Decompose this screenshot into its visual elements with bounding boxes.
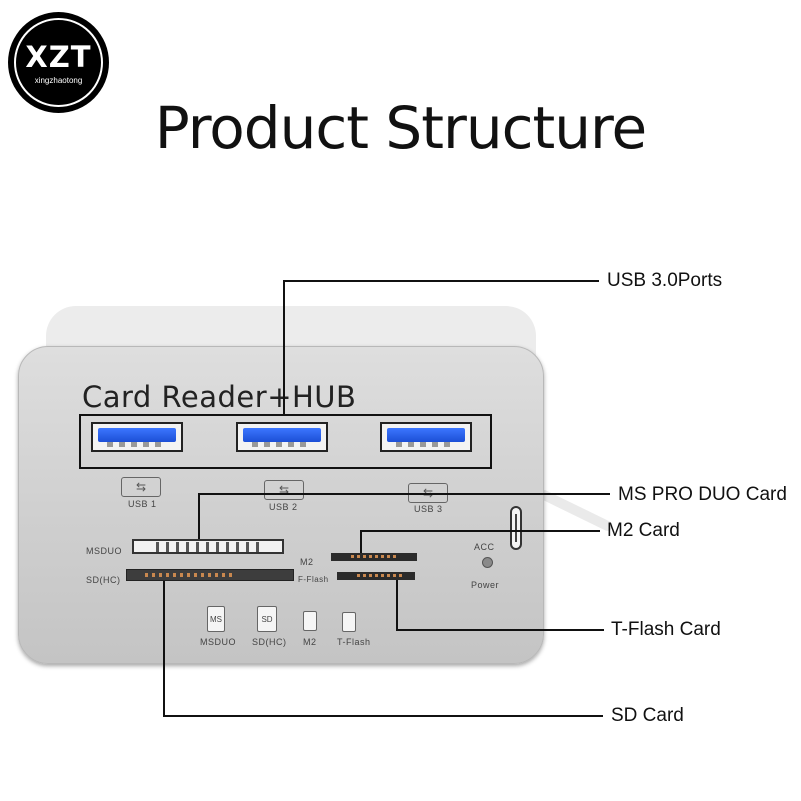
ms-card-icon: MS — [207, 606, 225, 632]
m2-slot-label: M2 — [300, 557, 314, 567]
tflash-callout-line-h — [396, 629, 604, 631]
usb-2-label: USB 2 — [269, 502, 298, 512]
ms-callout-line-v — [198, 493, 200, 539]
tflash-callout-line-v — [396, 580, 398, 630]
power-indicator — [482, 557, 493, 568]
m2-card-callout: M2 Card — [607, 520, 680, 541]
usb-3-label: USB 3 — [414, 504, 443, 514]
sd-card-callout: SD Card — [611, 705, 684, 726]
usb-port-2 — [236, 422, 328, 452]
sd-card-icon: SD — [257, 606, 277, 632]
m2-callout-line-v — [360, 530, 362, 553]
ms-callout-line-h — [198, 493, 610, 495]
sdhc-slot-label: SD(HC) — [86, 575, 121, 585]
device-panel-title: Card Reader+HUB — [82, 380, 357, 414]
logo-mark: XZT — [25, 40, 92, 74]
usb-symbol-icon: ⇆ — [264, 480, 304, 500]
usb-callout-line-h — [283, 280, 599, 282]
sd-callout-line-h — [163, 715, 603, 717]
tflash-card-slot — [337, 572, 415, 580]
msduo-slot-label: MSDUO — [86, 546, 122, 556]
m2-card-icon — [303, 611, 317, 631]
tflash-icon-label: T-Flash — [337, 637, 371, 647]
sd-callout-line-v — [163, 581, 165, 716]
m2-card-slot — [331, 553, 417, 561]
msduo-icon-label: MSDUO — [200, 637, 236, 647]
usb-port-1 — [91, 422, 183, 452]
usb-ports-callout: USB 3.0Ports — [607, 270, 723, 291]
activity-light — [510, 506, 522, 550]
usb-symbol-icon: ⇆ — [121, 477, 161, 497]
m2-callout-line-h — [360, 530, 600, 532]
tflash-slot-label: F-Flash — [298, 575, 329, 584]
ms-pro-duo-callout: MS PRO DUO Card — [618, 484, 787, 505]
sdhc-icon-label: SD(HC) — [252, 637, 287, 647]
usb-ports-highlight-box — [79, 414, 492, 469]
usb-port-3 — [380, 422, 472, 452]
ms-pro-duo-slot — [132, 539, 284, 554]
power-label: Power — [471, 580, 500, 590]
device-front-panel — [18, 346, 544, 664]
logo-ring — [14, 18, 103, 107]
tflash-card-callout: T-Flash Card — [611, 619, 721, 640]
m2-icon-label: M2 — [303, 637, 317, 647]
logo-subtitle: xingzhaotong — [34, 76, 83, 85]
usb-cable — [537, 488, 615, 533]
page-title: Product Structure — [154, 94, 647, 162]
sd-card-slot — [126, 569, 294, 581]
usb-1-label: USB 1 — [128, 499, 157, 509]
usb-callout-line-v — [283, 280, 285, 414]
acc-label: ACC — [474, 542, 495, 552]
brand-logo: XZT xingzhaotong — [8, 12, 109, 113]
tflash-card-icon — [342, 612, 356, 632]
